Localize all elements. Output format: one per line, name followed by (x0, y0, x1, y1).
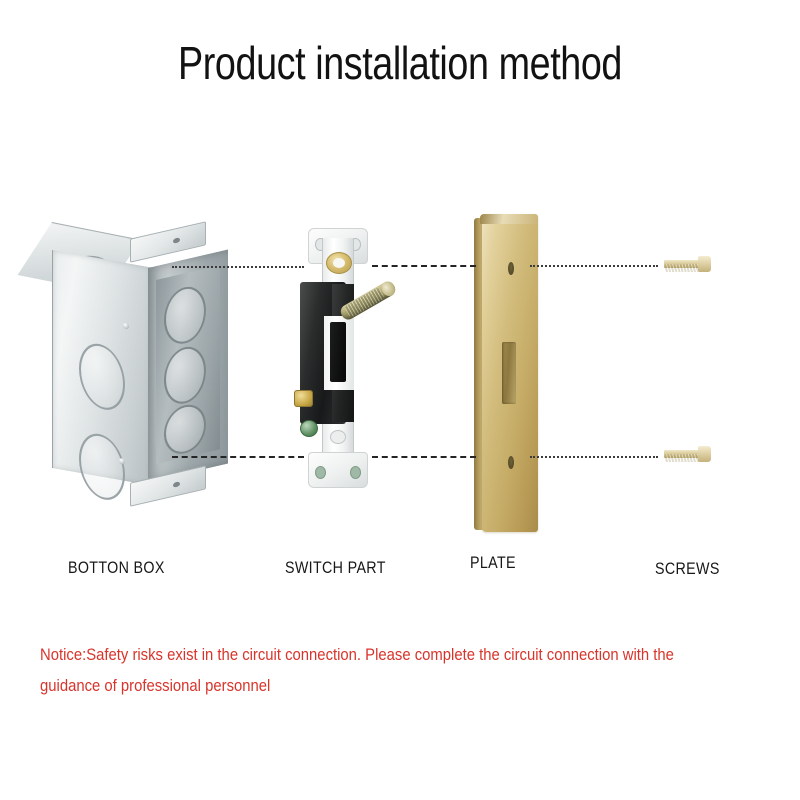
switch-ear-hole (350, 466, 361, 479)
switch-grommet-hole (333, 258, 345, 268)
part-label-screws: SCREWS (655, 559, 720, 578)
box-left-face (52, 250, 151, 507)
connector-switch-to-plate-top (372, 265, 476, 267)
toggle-switch-icon (288, 224, 406, 496)
connector-switch-to-plate-bottom (372, 456, 476, 458)
part-label-plate: PLATE (470, 553, 516, 572)
screw-head (698, 256, 711, 272)
part-label-bottom-box: BOTTON BOX (68, 558, 165, 577)
plate-toggle-slot (502, 342, 516, 404)
plate-screw-hole-bottom (508, 456, 514, 469)
box-knockout-interior-lower (164, 400, 206, 459)
page-title: Product installation method (178, 37, 622, 89)
metal-electrical-box-icon (17, 206, 234, 507)
switch-strap-ear-bottom (308, 452, 368, 488)
screw-head (698, 446, 711, 462)
box-knockout-interior-middle (164, 342, 206, 409)
switch-terminal-screw (294, 390, 313, 407)
box-knockout-left-lower (79, 426, 125, 507)
switch-toggle-slot (330, 322, 346, 382)
box-ear-hole (173, 481, 180, 488)
box-rivet (123, 322, 129, 330)
box-interior-cavity (156, 265, 220, 464)
plate-side-edge (474, 218, 484, 530)
box-rivet (119, 457, 125, 465)
plate-top-bevel (480, 214, 538, 224)
connector-plate-to-screws-bottom (530, 456, 658, 458)
brass-wall-plate-icon (474, 214, 544, 532)
connector-box-to-switch-bottom (172, 456, 304, 458)
box-knockout-interior-upper (164, 282, 206, 349)
plate-screw-hole-top (508, 262, 514, 275)
connector-box-to-switch-top (172, 266, 304, 268)
screw-icon (664, 446, 714, 462)
screw-threads (665, 264, 699, 272)
switch-ground-screw (300, 420, 318, 437)
box-knockout-left-upper (79, 336, 125, 417)
screw-threads (665, 454, 699, 462)
box-ear-hole (173, 237, 180, 244)
switch-brass-grommet (326, 252, 352, 274)
safety-notice-text: Notice:Safety risks exist in the circuit… (40, 646, 674, 695)
screw-icon (664, 256, 714, 272)
switch-strap-hole-lower (330, 430, 346, 444)
connector-plate-to-screws-top (530, 265, 658, 267)
part-label-switch-part: SWITCH PART (285, 558, 386, 577)
screw-shaft (664, 260, 700, 272)
screw-shaft (664, 450, 700, 462)
switch-ear-hole (315, 466, 326, 479)
